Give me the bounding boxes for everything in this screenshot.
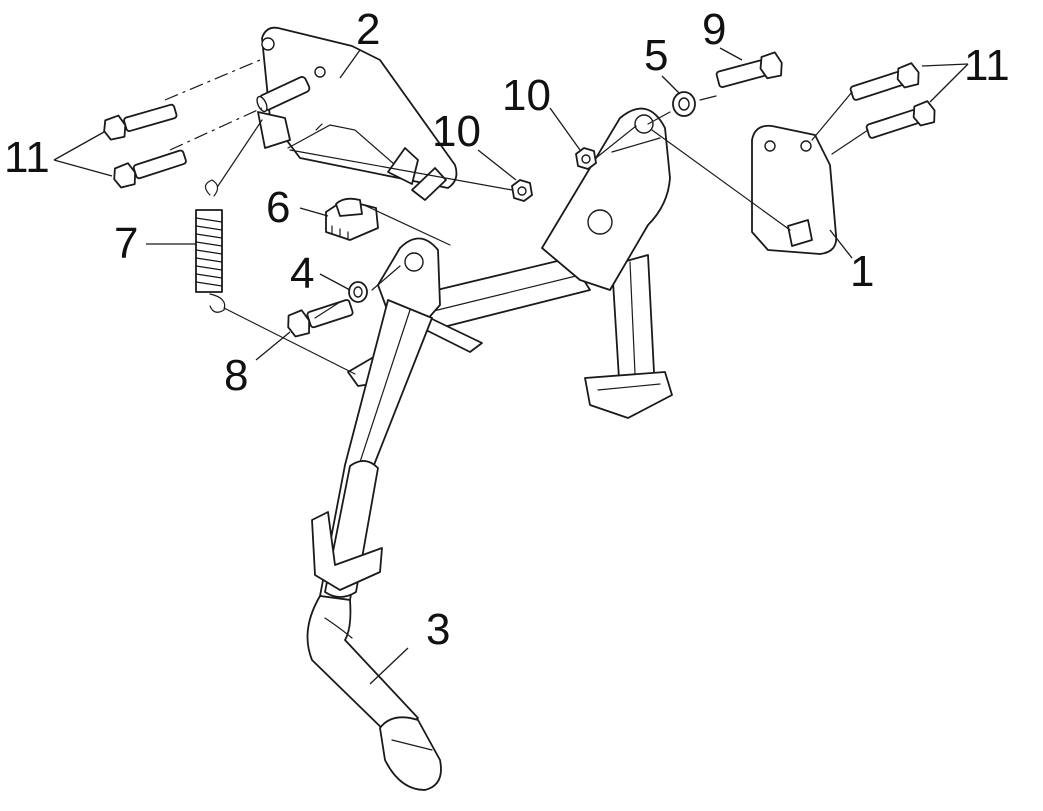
callout-2: 2 bbox=[356, 5, 380, 54]
bolt-11-right-upper bbox=[849, 62, 920, 101]
plate-2-upper-hole bbox=[261, 37, 275, 51]
bolt-9 bbox=[715, 51, 783, 88]
bolt-11-left-upper bbox=[103, 103, 178, 141]
callout-11-right: 11 bbox=[964, 41, 1010, 90]
plate-2-pin-collar bbox=[257, 111, 291, 149]
bolt-11-left-lower bbox=[113, 149, 187, 189]
stand-right-foot bbox=[584, 371, 673, 419]
callout-5: 5 bbox=[644, 31, 668, 80]
callout-4: 4 bbox=[290, 249, 314, 298]
right-bracket-slot bbox=[587, 209, 613, 235]
stand-kick-lever bbox=[306, 299, 442, 791]
left-pivot-hole bbox=[404, 252, 424, 272]
mounting-plate-left bbox=[257, 26, 458, 201]
callout-6: 6 bbox=[266, 183, 290, 232]
plate-1-body bbox=[751, 124, 838, 255]
plate-2-body bbox=[261, 26, 458, 189]
lever-foot-pad bbox=[379, 716, 442, 791]
callout-3: 3 bbox=[426, 605, 450, 654]
callout-11-left: 11 bbox=[4, 133, 50, 182]
callout-9: 9 bbox=[702, 5, 726, 54]
callout-leaders bbox=[53, 47, 969, 685]
callout-10-right: 10 bbox=[502, 71, 551, 120]
pivot-pin bbox=[256, 76, 311, 113]
plate-2-side-hole bbox=[314, 66, 326, 78]
right-pivot-hole bbox=[634, 114, 654, 134]
callout-10-left: 10 bbox=[432, 107, 481, 156]
plate-1-hole-upper bbox=[800, 140, 812, 152]
mounting-plate-right bbox=[751, 124, 838, 255]
return-spring bbox=[195, 179, 226, 313]
assembly-center-lines bbox=[164, 59, 869, 375]
lever-side-plate bbox=[311, 511, 383, 591]
bolt-11-right-lower bbox=[865, 100, 936, 139]
rubber-stopper bbox=[325, 197, 379, 241]
callout-7: 7 bbox=[114, 219, 138, 268]
callout-labels: 1 2 3 4 5 6 7 8 9 10 10 11 11 bbox=[4, 5, 1010, 654]
callout-8: 8 bbox=[224, 351, 248, 400]
callout-1: 1 bbox=[850, 247, 874, 296]
plate-1-hole-left bbox=[764, 140, 776, 152]
stand-right-bracket bbox=[541, 107, 671, 291]
plate-2-stopper-bracket bbox=[387, 147, 419, 185]
plate-1-stud bbox=[787, 219, 813, 247]
bolt-8 bbox=[287, 299, 354, 338]
